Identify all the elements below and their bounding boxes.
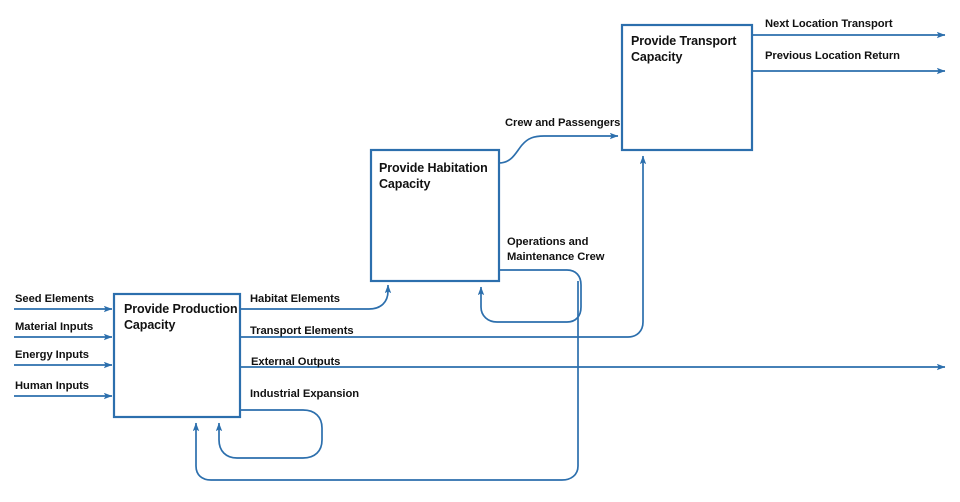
arrow-habitat-elements	[240, 284, 392, 310]
flow-label-transport-elements: Transport Elements	[250, 325, 354, 337]
process-box-transport[interactable]	[620, 23, 754, 152]
flow-label-industrial-expansion: Industrial Expansion	[250, 388, 360, 400]
arrow-crew-and-passengers	[498, 132, 619, 164]
process-box-production[interactable]	[112, 292, 242, 419]
flow-label-crew-and-passengers: Crew and Passengers	[505, 117, 621, 129]
flow-label-habitat-elements: Habitat Elements	[250, 293, 340, 305]
flow-label-next-location-transport: Next Location Transport	[765, 18, 893, 30]
flow-label-human-inputs: Human Inputs	[15, 380, 89, 392]
process-box-habitation[interactable]	[369, 148, 501, 283]
arrow-industrial-expansion	[215, 409, 323, 459]
arrow-transport-elements	[240, 155, 647, 338]
process-title-transport: Provide Transport Capacity	[631, 34, 737, 64]
flow-label-energy-inputs: Energy Inputs	[15, 349, 89, 361]
process-title-production: Provide Production Capacity	[124, 302, 238, 332]
flow-label-seed-elements: Seed Elements	[15, 293, 94, 305]
process-title-habitation: Provide Habitation Capacity	[379, 161, 488, 191]
flow-label-operations-maintenance-crew: Operations and Maintenance Crew	[507, 236, 605, 263]
flow-label-material-inputs: Material Inputs	[15, 321, 94, 333]
arrow-habitation-to-production-return	[192, 281, 579, 481]
flow-label-external-outputs: External Outputs	[251, 356, 341, 368]
flow-label-previous-location-return: Previous Location Return	[765, 50, 900, 62]
